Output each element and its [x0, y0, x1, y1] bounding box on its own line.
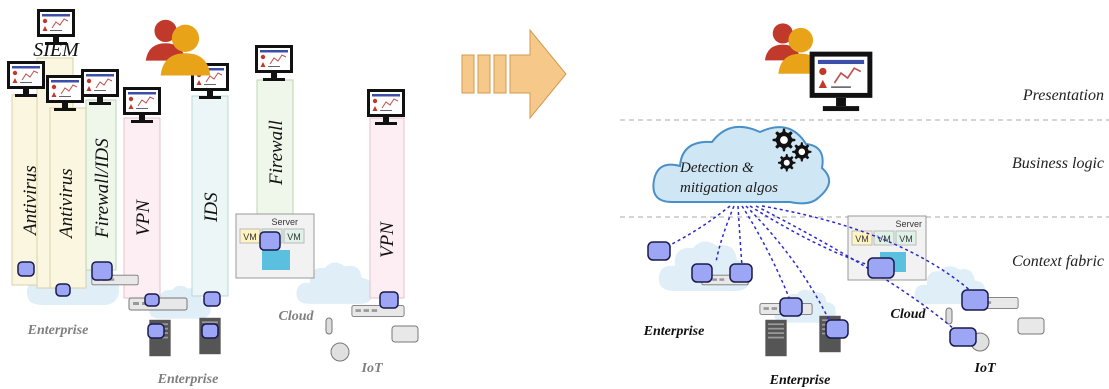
context-arrows: [667, 205, 973, 337]
gauge-icon: [330, 342, 350, 362]
agent-icon: [691, 263, 713, 283]
left-panel: SIEM Antivirus Antivirus Firewall/IDS VP…: [6, 8, 419, 387]
transition-arrow: [461, 28, 567, 120]
algo-label-line2: mitigation algos: [680, 180, 778, 196]
algo-label-line1: Detection &: [679, 160, 754, 176]
column-label: IDS: [201, 192, 222, 223]
camera-icon: [1017, 317, 1045, 335]
enterprise-label: Enterprise: [769, 373, 831, 388]
camera-icon: [391, 325, 419, 343]
agent-icon: [201, 323, 219, 339]
vm-label: VM: [287, 232, 301, 242]
agent-icon: [203, 291, 221, 307]
right-panel: Presentation Business logic Context fabr…: [620, 23, 1109, 388]
column-label: VPN: [377, 221, 398, 258]
cloud-label: Cloud: [890, 307, 926, 322]
column-label: Antivirus: [20, 165, 41, 237]
siem-label: SIEM: [33, 39, 80, 61]
agent-icon: [647, 241, 671, 261]
iot-label: IoT: [361, 361, 384, 376]
agent-icon: [949, 327, 977, 347]
agent-icon: [259, 231, 281, 251]
column-ids: [191, 95, 229, 297]
column-label: Firewall: [266, 120, 287, 186]
enterprise-label: Enterprise: [157, 372, 219, 387]
server-label: Server: [271, 217, 298, 227]
agent-icon: [867, 257, 895, 279]
agent-icon: [17, 261, 35, 277]
thermometer-icon: [945, 307, 953, 325]
agent-icon: [961, 289, 989, 311]
agent-icon: [825, 319, 849, 339]
column-firewall-ids: [85, 99, 117, 271]
users-icon: [145, 19, 211, 76]
column-vpn-2: [369, 117, 405, 299]
layer-label-context-fabric: Context fabric: [1012, 253, 1104, 270]
agent-icon: [91, 261, 113, 281]
monitor-icon: [808, 50, 874, 112]
agents: [17, 231, 399, 339]
server-label: Server: [895, 219, 922, 229]
agent-icon: [379, 291, 399, 309]
enterprise-label: Enterprise: [27, 323, 89, 338]
vm-label: VM: [899, 234, 913, 244]
enterprise-label: Enterprise: [643, 324, 705, 339]
agent-icon: [55, 283, 71, 297]
vm-label: VM: [243, 232, 257, 242]
cloud-label: Cloud: [278, 309, 314, 324]
agent-icon: [779, 297, 803, 317]
agent-icon: [729, 263, 753, 283]
column-label: Antivirus: [56, 168, 77, 240]
thermometer-icon: [325, 317, 333, 335]
agent-icon: [147, 323, 165, 339]
vm-label: VM: [855, 234, 869, 244]
agents: [647, 241, 989, 347]
monitor-icon: [254, 44, 294, 82]
layer-label-business-logic: Business logic: [1012, 155, 1104, 172]
column-label: Firewall/IDS: [92, 138, 113, 239]
iot-label: IoT: [974, 361, 997, 376]
server-tower-icon: [765, 319, 787, 357]
agent-icon: [144, 293, 160, 307]
column-label: VPN: [133, 199, 154, 236]
layer-label-presentation: Presentation: [1022, 87, 1104, 104]
